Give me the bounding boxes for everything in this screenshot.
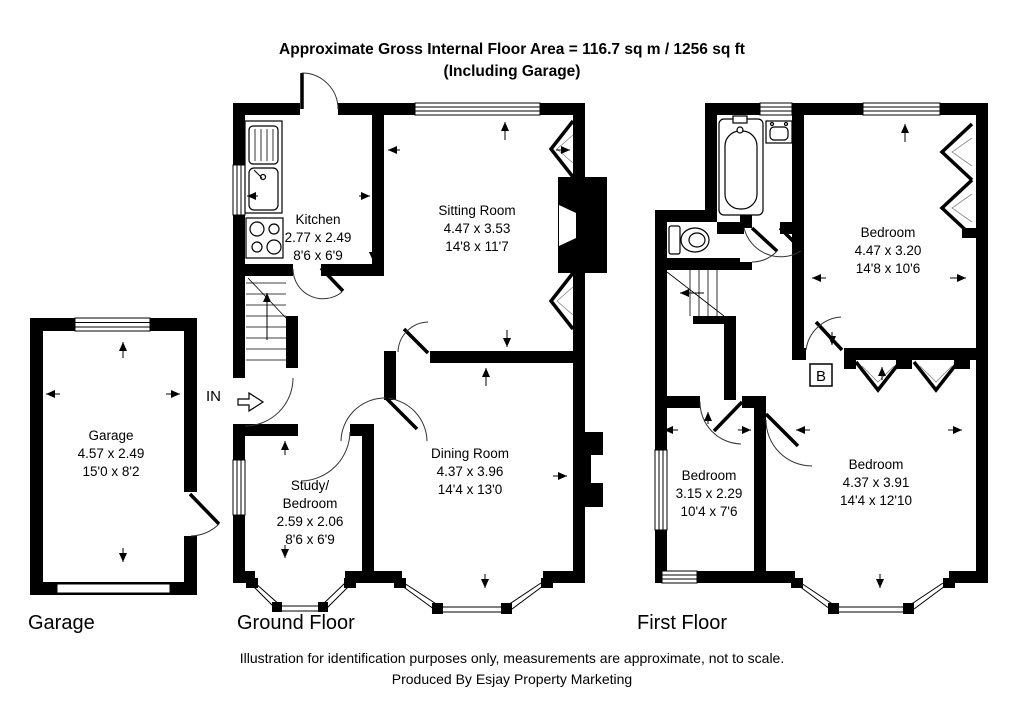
back-door: [300, 72, 339, 110]
bedroom-rear-bay-window: [791, 578, 955, 614]
sitting-room-imperial: 14'8 x 11'7: [445, 239, 509, 254]
bedroom-small-window: [661, 570, 698, 584]
dining-room-imperial: 14'4 x 13'0: [437, 482, 503, 497]
bedroom-small-imperial: 10'4 x 7'6: [680, 504, 738, 519]
garage-side-door: [188, 492, 221, 537]
boiler-label: B: [816, 368, 826, 385]
study-bedroom-name2: Bedroom: [282, 496, 338, 511]
kitchen-name: Kitchen: [295, 212, 341, 227]
garage-imperial: 15'0 x 8'2: [82, 464, 140, 479]
study-window: [232, 459, 246, 516]
bedroom-front-door: [805, 316, 844, 352]
page-subtitle: (Including Garage): [443, 63, 581, 80]
wc-door: [750, 226, 779, 263]
bedroom-rear-metric: 4.37 x 3.91: [842, 475, 910, 490]
floor-label-ground: Ground Floor: [237, 612, 355, 634]
sitting-room-alcove-cupboards: [548, 119, 575, 331]
bedroom-front-metric: 4.47 x 3.20: [854, 243, 922, 258]
sitting-room-metric: 4.47 x 3.53: [443, 221, 511, 236]
bedroom-small-label: Bedroom 3.15 x 2.29 10'4 x 7'6: [676, 467, 743, 521]
page-title: Approximate Gross Internal Floor Area = …: [279, 41, 745, 58]
dining-room-metric: 4.37 x 3.96: [436, 464, 504, 479]
garage-label: Garage 4.57 x 2.49 15'0 x 8'2: [78, 427, 145, 481]
dining-room-door: [340, 396, 428, 442]
kitchen-hob: [245, 217, 284, 259]
bedroom-rear-imperial: 14'4 x 12'10: [840, 493, 912, 508]
dining-room-name: Dining Room: [430, 446, 510, 461]
bedroom-rear-label: Bedroom 4.37 x 3.91 14'4 x 12'10: [840, 456, 912, 510]
bathroom-sink: [765, 120, 793, 144]
bedroom-front-label: Bedroom 4.47 x 3.20 14'8 x 10'6: [855, 224, 922, 278]
garage-door: [56, 583, 171, 594]
study-bay-window: [246, 578, 356, 612]
study-bedroom-metric: 2.59 x 2.06: [276, 514, 344, 529]
sitting-room-label: Sitting Room 4.47 x 3.53 14'8 x 11'7: [438, 202, 515, 256]
entrance-arrow-icon: [237, 391, 265, 413]
bedroom-small-name: Bedroom: [681, 468, 737, 483]
staircase-ground: [246, 277, 287, 361]
dining-room-label: Dining Room 4.37 x 3.96 14'4 x 13'0: [431, 445, 509, 499]
study-bedroom-name1: Study/: [290, 478, 330, 493]
sitting-room-window: [414, 102, 541, 116]
dining-bay-window: [394, 578, 553, 614]
study-bedroom-label: Study/ Bedroom 2.59 x 2.06 8'6 x 6'9: [277, 477, 344, 549]
bedroom-front-name: Bedroom: [860, 225, 916, 240]
garage-metric: 4.57 x 2.49: [77, 446, 145, 461]
kitchen-window: [232, 164, 246, 216]
bedroom-small-door: [699, 400, 744, 445]
garage-window: [74, 317, 151, 332]
staircase-first: [666, 270, 725, 317]
disclaimer-text: Illustration for identification purposes…: [239, 650, 785, 666]
study-door: [300, 431, 351, 482]
bedroom-rear-wardrobe: [844, 360, 970, 393]
sitting-room-fireplace: [558, 177, 607, 273]
study-bedroom-imperial: 8'6 x 6'9: [285, 532, 335, 547]
producer-text: Produced By Esjay Property Marketing: [391, 671, 633, 687]
bedroom-rear-door: [764, 412, 813, 467]
dining-room-fireplace: [573, 432, 603, 507]
entrance-label: IN: [206, 388, 221, 405]
first-floor-plan: B: [654, 102, 988, 614]
landing-side-window: [654, 449, 668, 531]
ground-floor-plan: [232, 72, 607, 614]
bathroom-door: [743, 226, 804, 258]
floor-label-first: First Floor: [637, 612, 727, 634]
kitchen-sink: [244, 120, 283, 214]
kitchen-label: Kitchen 2.77 x 2.49 8'6 x 6'9: [285, 211, 352, 265]
floor-label-garage: Garage: [28, 612, 95, 634]
kitchen-door: [292, 266, 345, 300]
bedroom-small-metric: 3.15 x 2.29: [675, 486, 743, 501]
bathroom-window: [759, 102, 793, 116]
bedroom-front-wardrobe: [939, 122, 976, 238]
bedroom-rear-name: Bedroom: [848, 457, 904, 472]
boiler-box: B: [809, 363, 833, 387]
bedroom-front-imperial: 14'8 x 10'6: [855, 261, 921, 276]
bedroom-front-window: [862, 102, 941, 116]
sitting-room-name: Sitting Room: [438, 203, 516, 218]
bathtub: [718, 115, 764, 216]
garage-name: Garage: [88, 428, 134, 443]
kitchen-metric: 2.77 x 2.49: [284, 230, 352, 245]
sitting-room-door: [397, 321, 430, 355]
garage-plan: [30, 317, 221, 595]
front-door: [244, 377, 294, 427]
toilet: [668, 225, 710, 255]
kitchen-imperial: 8'6 x 6'9: [293, 248, 343, 263]
